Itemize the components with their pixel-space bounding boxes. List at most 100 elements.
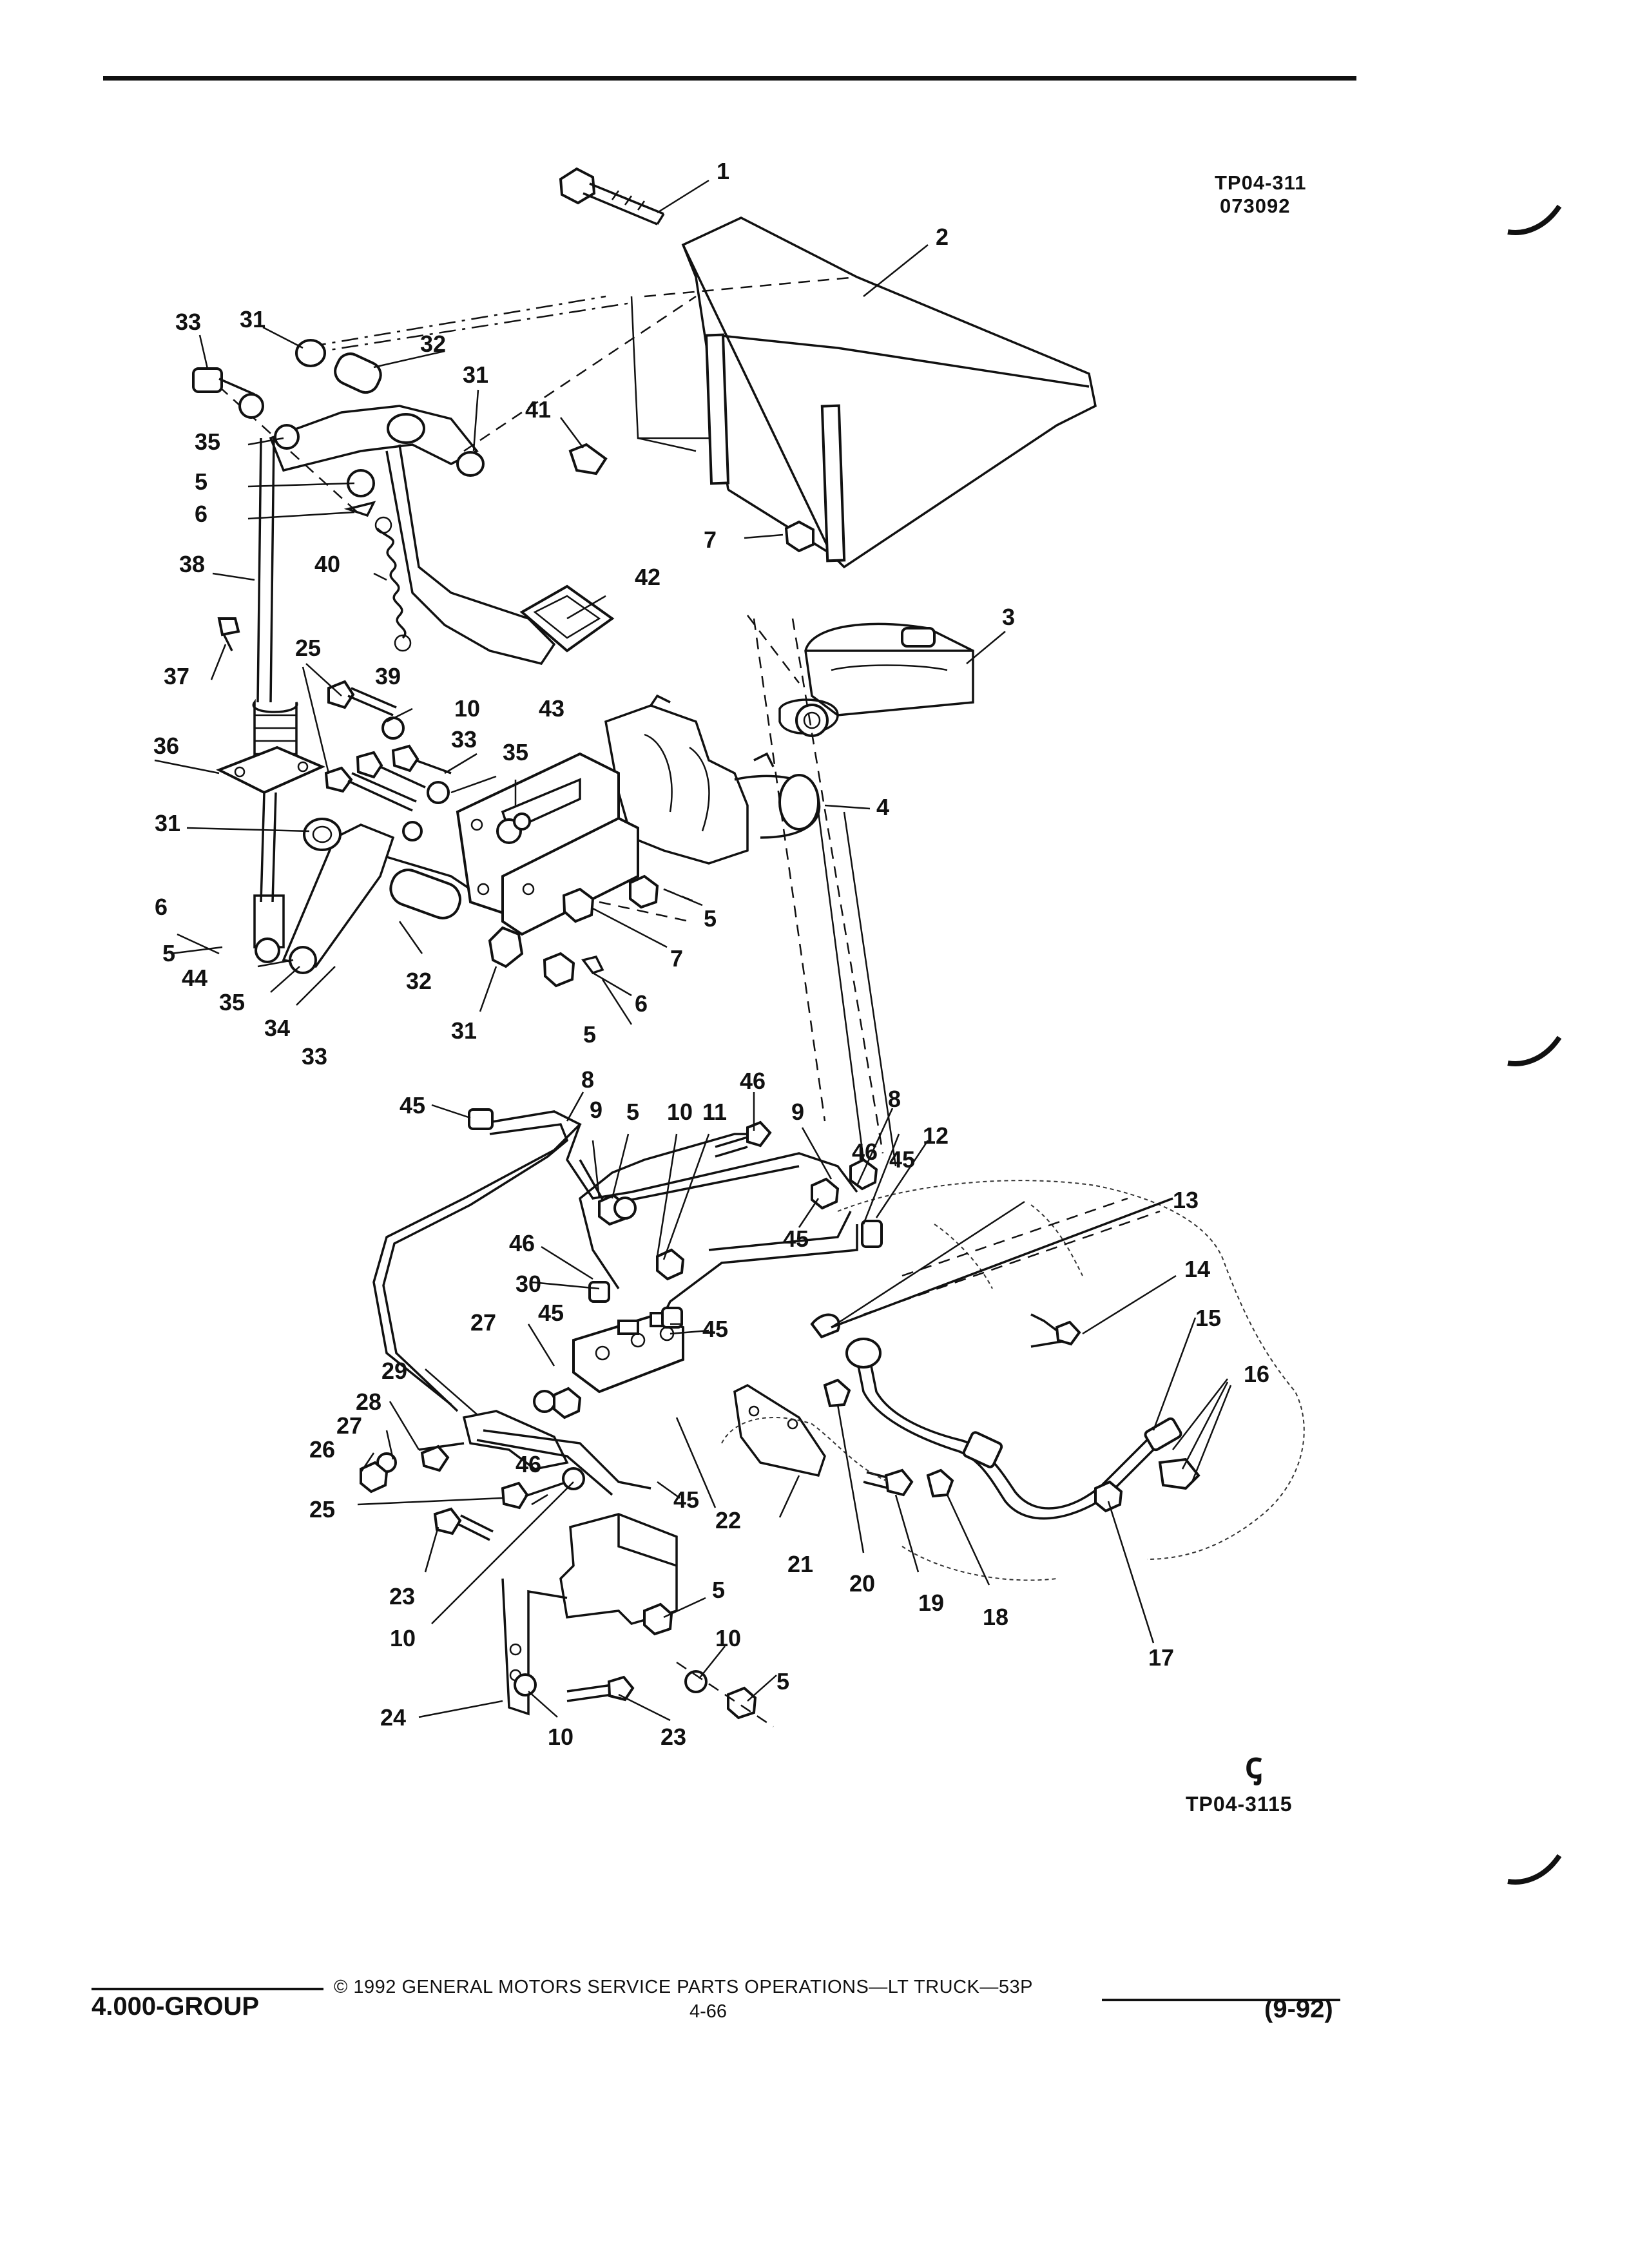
callout-39: 39 <box>375 663 401 689</box>
callout-37: 37 <box>164 663 189 689</box>
callout-5: 5 <box>195 468 207 495</box>
callout-5: 5 <box>704 905 717 932</box>
callout-15: 15 <box>1195 1305 1221 1331</box>
callout-27: 27 <box>470 1309 496 1336</box>
callout-3: 3 <box>1002 604 1015 630</box>
upper-bushings <box>295 339 608 477</box>
callout-25: 25 <box>309 1496 335 1523</box>
pedal-support-bracket <box>630 216 1097 569</box>
callout-6: 6 <box>195 501 207 527</box>
callout-31: 31 <box>463 361 488 388</box>
clutch-rod-38 <box>216 437 325 963</box>
callout-8: 8 <box>888 1086 901 1112</box>
callout-18: 18 <box>983 1604 1008 1630</box>
upper-left-fasteners <box>192 367 376 517</box>
callout-45: 45 <box>538 1300 564 1326</box>
callout-46: 46 <box>740 1068 766 1094</box>
callout-24: 24 <box>380 1704 406 1731</box>
callout-10: 10 <box>390 1625 416 1651</box>
binding-mark-icon <box>1507 204 1562 235</box>
return-spring <box>374 516 412 652</box>
callout-5: 5 <box>712 1577 725 1603</box>
callout-36: 36 <box>153 733 179 759</box>
footer-rule-left <box>92 1988 323 1990</box>
callout-46: 46 <box>516 1451 541 1477</box>
callout-38: 38 <box>179 551 205 577</box>
callout-numbers: 1 2 33 31 32 31 41 35 5 6 7 38 40 42 3 2… <box>153 158 1269 1750</box>
callout-46: 46 <box>509 1230 535 1256</box>
callout-20: 20 <box>849 1570 875 1597</box>
callout-33: 33 <box>175 309 201 335</box>
page-number: 4-66 <box>689 2001 728 2022</box>
callout-45: 45 <box>889 1146 915 1173</box>
callout-31: 31 <box>155 810 180 836</box>
callout-25: 25 <box>295 635 321 661</box>
callout-31: 31 <box>451 1017 477 1044</box>
callout-11: 11 <box>702 1099 727 1125</box>
callout-7: 7 <box>704 526 717 553</box>
binding-mark-icon <box>1507 1035 1562 1066</box>
callout-5: 5 <box>626 1099 639 1125</box>
group-label: 4.000-GROUP <box>92 1992 260 2021</box>
callout-17: 17 <box>1148 1644 1174 1671</box>
top-rule <box>103 76 1356 81</box>
master-cylinder <box>747 615 974 737</box>
callout-41: 41 <box>525 396 551 423</box>
callout-45: 45 <box>702 1316 728 1342</box>
callout-33: 33 <box>302 1043 327 1070</box>
callout-10: 10 <box>454 695 480 722</box>
bushing-31-lower <box>303 818 342 851</box>
callout-23: 23 <box>389 1583 415 1610</box>
callout-28: 28 <box>356 1389 381 1415</box>
callout-19: 19 <box>918 1590 944 1616</box>
callout-40: 40 <box>314 551 340 577</box>
lower-line-bracket <box>360 1410 585 1541</box>
callout-10: 10 <box>548 1724 574 1750</box>
callout-16: 16 <box>1244 1361 1269 1387</box>
callout-21: 21 <box>787 1551 813 1577</box>
callout-4: 4 <box>876 794 889 820</box>
callout-22: 22 <box>715 1507 741 1533</box>
copyright-line: © 1992 GENERAL MOTORS SERVICE PARTS OPER… <box>334 1977 1033 1997</box>
callout-23: 23 <box>660 1724 686 1750</box>
lower-lever <box>282 823 524 974</box>
line-fittings <box>468 1108 883 1419</box>
callout-14: 14 <box>1184 1256 1210 1282</box>
figure-date-code: 073092 <box>1220 195 1291 217</box>
flex-hose <box>845 1313 1200 1520</box>
callout-2: 2 <box>936 224 949 250</box>
callout-5: 5 <box>162 940 175 966</box>
figure-reference: TP04-3115 <box>1186 1792 1293 1816</box>
callout-31: 31 <box>240 306 265 332</box>
callout-13: 13 <box>1173 1187 1199 1213</box>
callout-1: 1 <box>717 158 729 184</box>
binding-mark-icon <box>1507 1854 1562 1885</box>
callout-45: 45 <box>673 1486 699 1513</box>
callout-42: 42 <box>635 564 660 590</box>
callout-33: 33 <box>451 726 477 753</box>
callout-30: 30 <box>516 1271 541 1297</box>
bolt-1 <box>559 167 665 226</box>
clutch-pedal <box>269 405 615 665</box>
middle-bolts <box>324 680 452 841</box>
leader-lines <box>154 179 1232 1722</box>
callout-27: 27 <box>336 1412 362 1439</box>
callout-34: 34 <box>264 1015 290 1041</box>
callout-29: 29 <box>381 1358 407 1384</box>
booster-nuts <box>543 520 815 988</box>
callout-9: 9 <box>590 1097 602 1123</box>
hydraulic-lines <box>372 1110 858 1496</box>
callout-45: 45 <box>400 1092 425 1119</box>
callout-5: 5 <box>776 1668 789 1695</box>
bolt-37 <box>217 617 240 651</box>
callout-10: 10 <box>667 1099 693 1125</box>
footer-rule-right <box>1102 1999 1340 2001</box>
gm-logo-icon: ꞔ <box>1245 1745 1262 1785</box>
callout-6: 6 <box>635 990 648 1017</box>
callout-44: 44 <box>182 965 207 991</box>
callout-9: 9 <box>791 1099 804 1125</box>
bracket-21 <box>733 1378 954 1498</box>
callout-35: 35 <box>503 739 528 765</box>
